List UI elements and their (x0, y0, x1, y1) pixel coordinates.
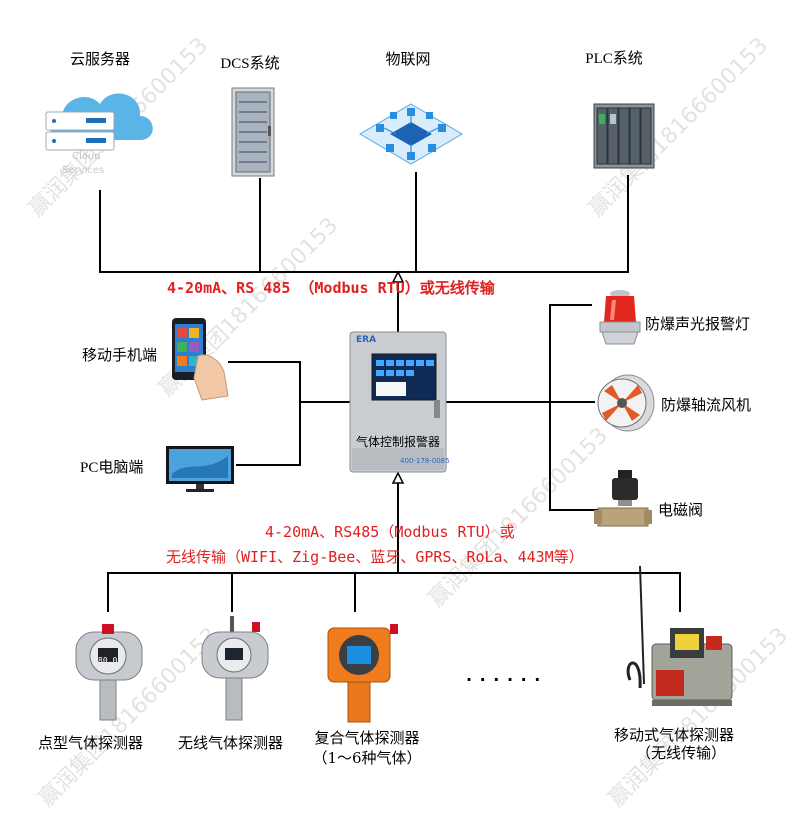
cloud-overlay-line1: Cloud (72, 151, 101, 162)
mobile-detector-sub: （无线传输） (636, 744, 727, 762)
lower-link-label-line1: 4-20mA、RS485（Modbus RTU）或 (265, 523, 515, 541)
plc-module-icon (592, 100, 656, 176)
point-detector-icon (70, 618, 150, 732)
dcs-label: DCS系统 (220, 56, 280, 72)
ellipsis: · · · · · · (466, 670, 542, 689)
pc-monitor-icon (164, 444, 236, 498)
alarm-light-label: 防爆声光报警灯 (645, 315, 751, 333)
left-bus-line (228, 361, 301, 466)
alarm-light-icon (592, 282, 648, 354)
plc-label: PLC系统 (585, 51, 643, 67)
dcs-cabinet-icon (230, 86, 278, 184)
bottom-bus-line (107, 572, 681, 612)
mobile-phone-label: 移动手机端 (82, 346, 158, 364)
cloud-overlay-line2: Services (62, 165, 105, 176)
composite-detector-label: 复合气体探测器 (314, 729, 420, 747)
upper-link-label: 4-20mA、RS 485 （Modbus RTU）或无线传输 (167, 279, 495, 297)
composite-detector-sub: （1～6种气体） (312, 749, 422, 767)
composite-detector-icon (314, 620, 404, 734)
mobile-phone-icon (168, 316, 234, 406)
controller-label: 气体控制报警器 (355, 435, 441, 449)
mobile-detector-icon (612, 560, 742, 730)
controller-brand: ERA (356, 335, 377, 345)
iot-label: 物联网 (385, 50, 431, 68)
point-detector-label: 点型气体探测器 (38, 734, 144, 752)
wireless-detector-icon (196, 614, 276, 730)
arrow-up-top (391, 270, 405, 283)
mobile-detector-label: 移动式气体探测器 (614, 726, 735, 744)
solenoid-valve-icon (594, 468, 652, 538)
wireless-detector-label: 无线气体探测器 (178, 734, 284, 752)
gas-controller-icon (348, 330, 448, 482)
cloud-server-label: 云服务器 (69, 50, 131, 68)
controller-phone: 400-178-0085 (400, 457, 450, 465)
pc-label: PC电脑端 (80, 460, 144, 476)
axial-fan-label: 防爆轴流风机 (661, 396, 752, 414)
detector-screen-text: 80.0 (98, 656, 118, 665)
cloud-server-icon (40, 78, 158, 192)
solenoid-valve-label: 电磁阀 (658, 501, 704, 519)
top-bus-line (99, 175, 629, 273)
iot-network-icon (356, 100, 466, 174)
axial-fan-icon (594, 371, 658, 439)
arrow-up-bottom (391, 471, 405, 484)
lower-link-label-line2: 无线传输（WIFI、Zig-Bee、蓝牙、GPRS、RoLa、443M等） (166, 548, 584, 566)
right-bus-line (549, 304, 598, 511)
